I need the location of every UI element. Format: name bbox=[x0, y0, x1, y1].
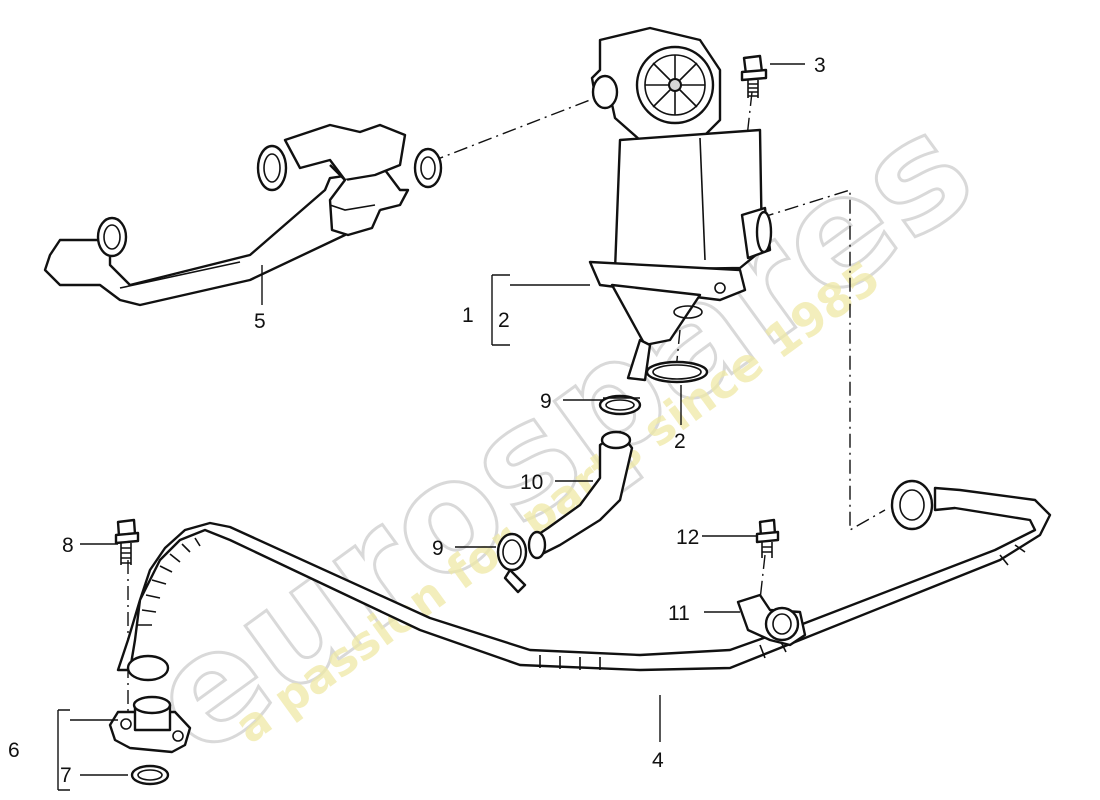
watermark: eurospares a passion for parts since 198… bbox=[117, 78, 1006, 791]
bolt-part-8 bbox=[114, 518, 140, 565]
o-ring-part-7 bbox=[130, 764, 170, 786]
hose-clamp-part-9-upper bbox=[598, 394, 642, 416]
hose-clamp-part-9-lower bbox=[496, 532, 528, 594]
o-ring-part-2 bbox=[645, 360, 709, 384]
callout-9-upper: 9 bbox=[540, 390, 552, 413]
bracket-part-11 bbox=[736, 593, 807, 647]
elbow-hose-part-10 bbox=[527, 430, 634, 560]
callout-7: 7 bbox=[60, 764, 72, 787]
callout-9-lower: 9 bbox=[432, 537, 444, 560]
callout-5: 5 bbox=[254, 310, 266, 333]
callout-3: 3 bbox=[814, 54, 826, 77]
callout-numbers: 1 2 3 5 2 9 10 9 12 11 8 4 6 7 bbox=[8, 54, 826, 787]
callout-4: 4 bbox=[652, 749, 664, 772]
callout-8: 8 bbox=[62, 534, 74, 557]
callout-10: 10 bbox=[520, 471, 543, 494]
breather-hose-part-4 bbox=[116, 479, 1052, 682]
flange-fitting-part-6 bbox=[108, 695, 192, 754]
bolt-part-12 bbox=[755, 518, 780, 558]
bolt-part-3 bbox=[740, 54, 768, 98]
callout-11: 11 bbox=[668, 602, 690, 625]
callout-1: 1 bbox=[462, 304, 474, 327]
callout-2-oring: 2 bbox=[674, 430, 686, 453]
callout-12: 12 bbox=[676, 526, 699, 549]
callout-2-bracket: 2 bbox=[498, 309, 510, 332]
leader-lines bbox=[57, 63, 805, 791]
watermark-brand: eurospares bbox=[119, 79, 1005, 789]
callout-6: 6 bbox=[8, 739, 20, 762]
oil-separator-part-1 bbox=[588, 26, 773, 382]
vent-pipe-part-5 bbox=[43, 123, 443, 307]
